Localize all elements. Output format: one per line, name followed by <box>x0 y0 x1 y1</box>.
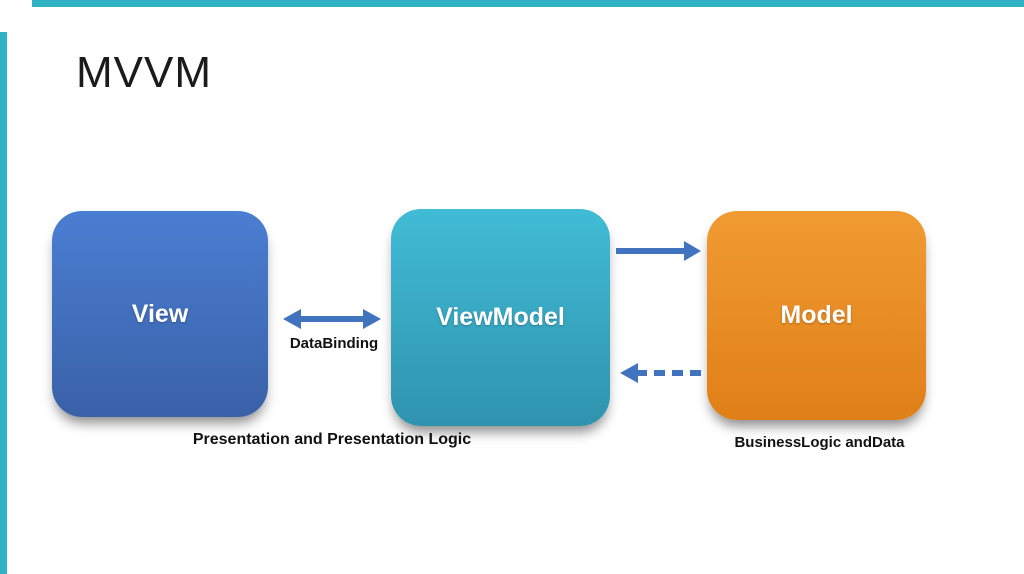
model-to-viewmodel-dashed-arrow <box>620 363 701 383</box>
databinding-label: DataBinding <box>289 335 379 352</box>
view-node-label: View <box>131 299 189 328</box>
viewmodel-node: ViewModel <box>391 209 610 426</box>
slide-title: MVVM <box>76 48 212 97</box>
model-node: Model <box>707 211 926 420</box>
viewmodel-to-model-arrow <box>616 241 701 261</box>
caption-business-logic: BusinessLogic andData <box>734 434 905 451</box>
viewmodel-node-label: ViewModel <box>436 303 565 331</box>
top-edge-bar <box>32 0 1024 7</box>
model-node-label: Model <box>780 301 853 329</box>
databinding-arrow <box>283 309 381 329</box>
left-edge-bar <box>0 32 7 574</box>
view-node: View <box>52 211 268 417</box>
caption-presentation-logic: Presentation and Presentation Logic <box>192 431 472 448</box>
